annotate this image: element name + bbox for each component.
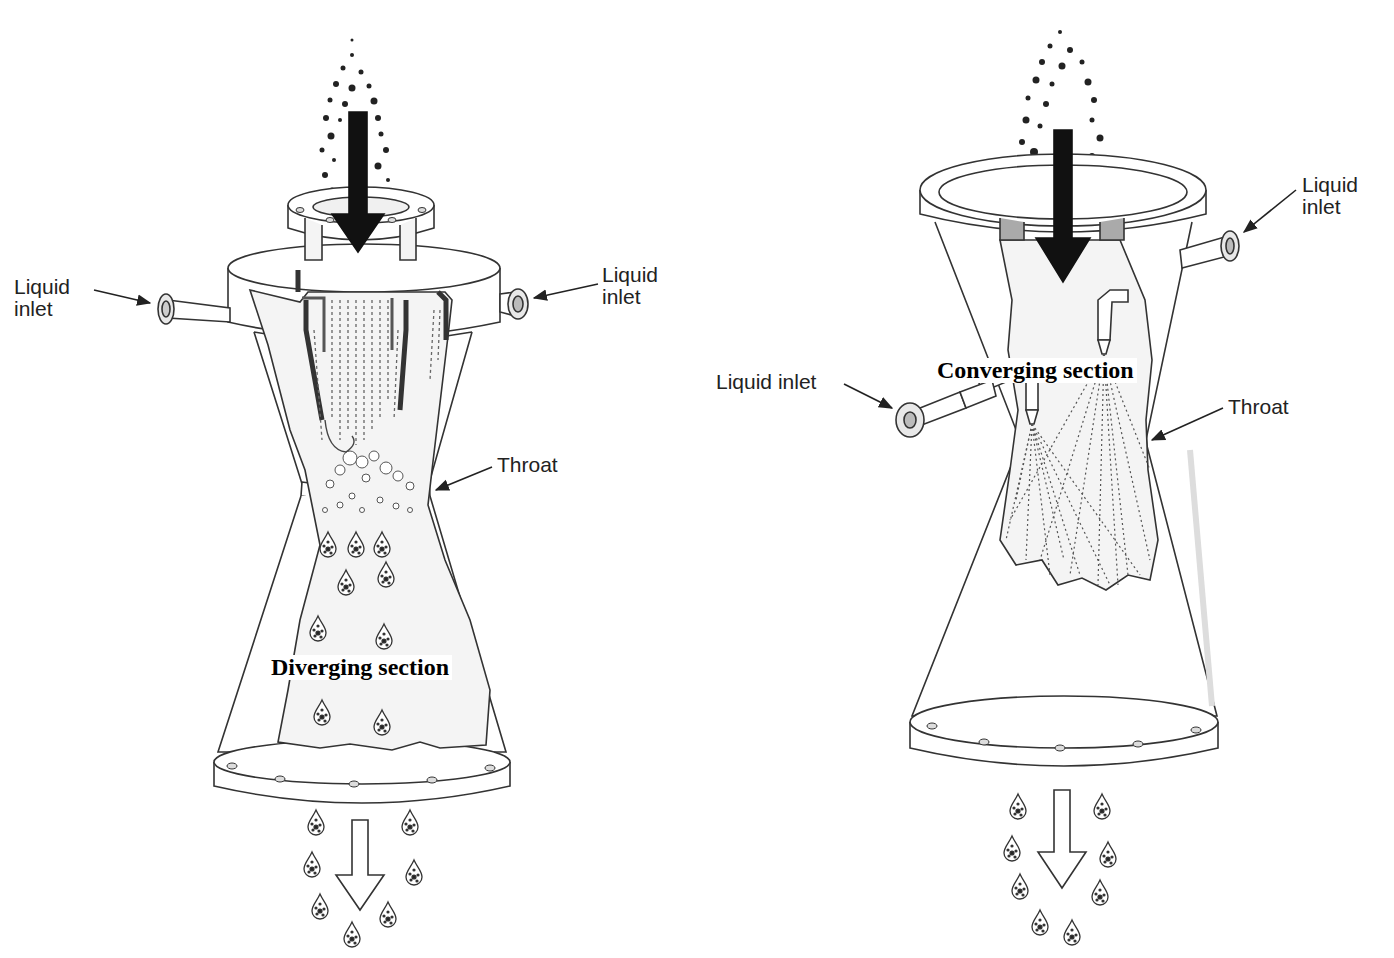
inlet-label: Liquid inlet — [602, 264, 680, 308]
throat-label: Throat — [497, 454, 558, 476]
left-scrubber — [158, 39, 528, 948]
throat-label: Throat — [1228, 396, 1289, 418]
inlet-label: Liquid inlet — [14, 276, 92, 320]
leader-lines — [94, 190, 1296, 490]
inlet-label: Liquid inlet — [716, 371, 816, 393]
section-label: Converging section — [934, 358, 1137, 383]
right-scrubber — [896, 30, 1239, 945]
inlet-label: Liquid inlet — [1302, 174, 1380, 218]
section-label: Diverging section — [268, 655, 452, 680]
